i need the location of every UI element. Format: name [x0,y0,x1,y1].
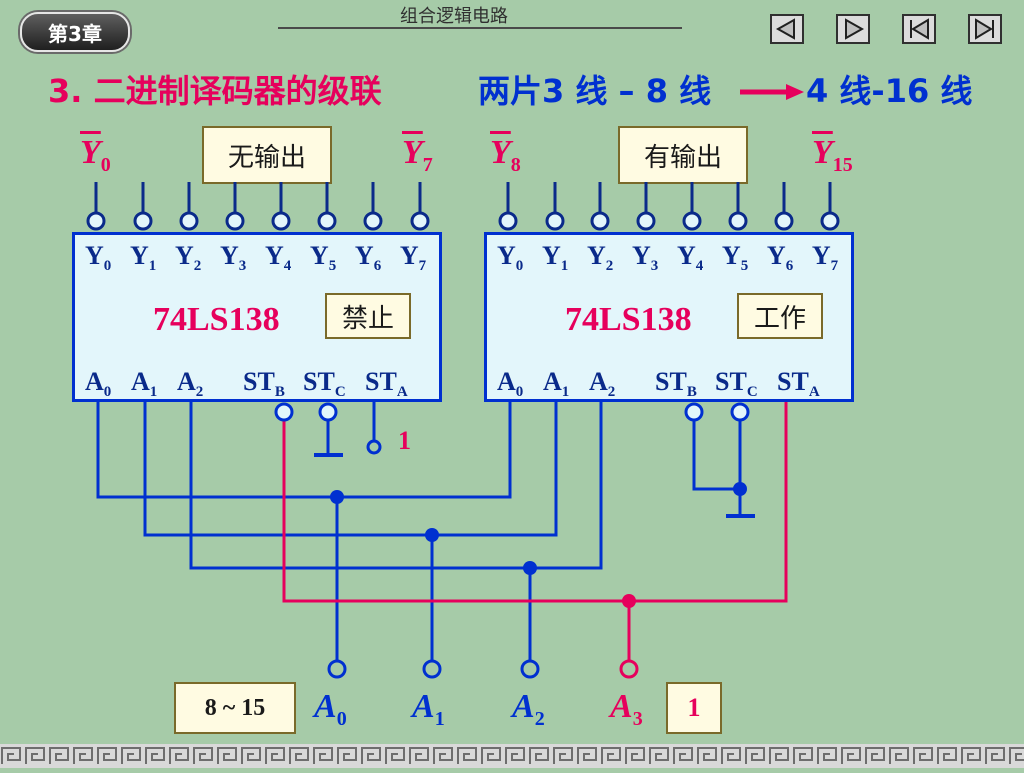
input-label-a1: A1 [412,688,445,730]
input-pins [327,659,639,679]
input-label-a0: A0 [314,688,347,730]
decoder-chip-left: Y0 Y1 Y2 Y3 Y4 Y5 Y6 Y7 74LS138 禁止 A0 A1… [72,232,442,402]
output-label-y0: Y0 [80,134,111,176]
has-output-note: 有输出 [618,126,748,184]
chip-output-pins: Y0 Y1 Y2 Y3 Y4 Y5 Y6 Y7 [85,241,427,275]
chip-input-pins: A0 A1 A2 STB STC STA [85,367,408,401]
output-pins-right [498,182,840,231]
decoder-chip-right: Y0 Y1 Y2 Y3 Y4 Y5 Y6 Y7 74LS138 工作 A0 A1… [484,232,854,402]
enable-wires [282,402,788,661]
output-label-y8: Y8 [490,134,521,176]
address-wires [96,402,603,661]
greek-key-pattern-icon [0,744,1024,768]
prev-icon [775,18,795,40]
slide-heading: 3. 二进制译码器的级联 [48,72,382,110]
output-pins-left [86,182,430,231]
chapter-badge: 第3章 [20,12,130,52]
junction-dots [330,482,747,608]
footer-border [0,744,1024,768]
input-label-a2: A2 [512,688,545,730]
no-output-note: 无输出 [202,126,332,184]
chip-name: 74LS138 [153,301,280,338]
next-button[interactable] [836,14,870,44]
chip-state-working: 工作 [737,293,823,339]
first-icon [910,18,929,40]
input-label-a3: A3 [610,688,643,730]
output-label-y7: Y7 [402,134,433,176]
slide-subheading-right: 4 线-16 线 [806,72,973,110]
chip-state-disabled: 禁止 [325,293,411,339]
right-enable-pins [684,402,755,518]
prev-button[interactable] [770,14,804,44]
range-note: 8 ~ 15 [174,682,296,734]
header-title: 组合逻辑电路 [400,6,508,27]
last-icon [975,18,994,40]
a3-value-box: 1 [666,682,722,734]
chip-name: 74LS138 [565,301,692,338]
chip-output-pins: Y0 Y1 Y2 Y3 Y4 Y5 Y6 Y7 [497,241,839,275]
left-enable-pins [274,402,382,457]
last-button[interactable] [968,14,1002,44]
header-divider [278,27,682,29]
output-label-y15: Y15 [812,134,853,176]
first-button[interactable] [902,14,936,44]
next-icon [845,18,865,40]
sta-high-value: 1 [398,426,411,455]
slide-subheading-left: 两片3 线 – 8 线 [478,72,712,110]
chip-input-pins: A0 A1 A2 STB STC STA [497,367,820,401]
